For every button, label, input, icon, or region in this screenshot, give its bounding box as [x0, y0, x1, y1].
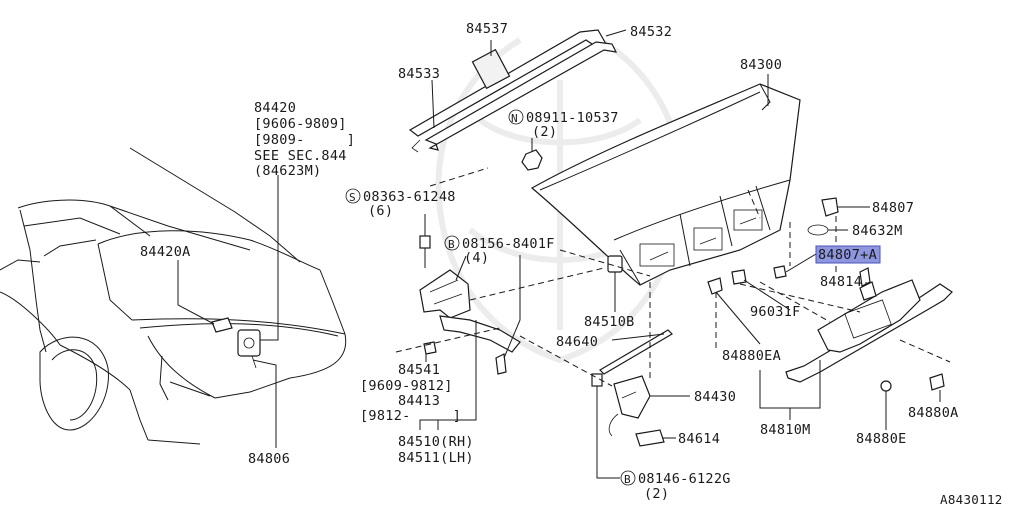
- label-84640: 84640: [556, 334, 598, 350]
- label-96031f: 96031F: [750, 304, 801, 320]
- label-84510b: 84510B: [584, 314, 635, 330]
- stud-84814-icon: [859, 267, 871, 287]
- label-84880e: 84880E: [856, 431, 907, 447]
- label-84413-range: [9812- ]: [360, 408, 461, 424]
- label-84880ea: 84880EA: [722, 348, 781, 364]
- trunk-lock-84420a-icon: [211, 317, 261, 369]
- label-08146-qty: (2): [644, 486, 669, 502]
- label-84300: 84300: [740, 57, 782, 73]
- label-84814: 84814: [820, 274, 862, 290]
- label-84420a: 84420A: [140, 244, 191, 260]
- label-08911-group: N 08911-10537 (2): [508, 109, 619, 140]
- highlight-84807a: [815, 245, 881, 264]
- trunk-lid-84300-icon: [530, 83, 801, 286]
- label-08363-group: S 08363-61248 (6): [345, 188, 456, 219]
- dashed-assembly-lines: [395, 167, 951, 387]
- prefix-n: N: [511, 112, 518, 125]
- label-08156-group: B 08156-8401F (4): [444, 235, 555, 266]
- label-84807: 84807: [872, 200, 914, 216]
- label-84511-lh: 84511(LH): [398, 450, 474, 466]
- rod-84640-icon: [599, 329, 673, 375]
- label-84413: 84413: [398, 393, 440, 409]
- label-84533: 84533: [398, 66, 440, 82]
- label-84807a: 84807+A: [818, 247, 877, 263]
- bolt-08363-head-icon: [419, 235, 431, 249]
- striker-84614-icon: [635, 429, 665, 447]
- label-08156: 08156-8401F: [462, 236, 555, 252]
- hinge-assembly-84510-icon: [419, 269, 521, 375]
- car-body-illustration: [0, 147, 347, 445]
- bumper-84807-icon: [821, 197, 839, 217]
- screw-84880a-icon: [929, 373, 945, 391]
- label-08911-qty: (2): [532, 124, 557, 140]
- diagram-code: A8430112: [940, 492, 1003, 507]
- label-08146: 08146-6122G: [638, 471, 731, 487]
- prefix-s: S: [349, 191, 356, 204]
- screw-84880e-icon: [880, 380, 892, 418]
- label-84614: 84614: [678, 431, 720, 447]
- prefix-b-08156: B: [448, 238, 455, 251]
- label-84541-range: [9609-9812]: [360, 378, 453, 394]
- label-84632m: 84632M: [852, 223, 903, 239]
- label-84430: 84430: [694, 389, 736, 405]
- label-08363-qty: (6): [368, 203, 393, 219]
- clip-84880ea-icon: [707, 277, 723, 295]
- prefix-b-08146: B: [624, 473, 631, 486]
- label-84420-range-2: [9809- ]: [254, 132, 355, 148]
- label-84880a: 84880A: [908, 405, 959, 421]
- label-84510-rh: 84510(RH): [398, 434, 474, 450]
- label-08156-qty: (4): [464, 250, 489, 266]
- hardware-parts: [419, 149, 871, 295]
- latch-84430-icon: [591, 373, 651, 437]
- garnish-84810m-icon: [785, 279, 953, 383]
- leader-lines: [177, 29, 941, 479]
- label-08146-group: B 08146-6122G (2): [620, 470, 731, 502]
- clip-96031f-icon: [731, 269, 747, 285]
- torsion-rods-icon: [408, 29, 618, 153]
- label-84810m: 84810M: [760, 422, 811, 438]
- nut-08911-icon: [521, 149, 543, 171]
- label-84420: 84420: [254, 100, 296, 116]
- label-84420-range-1: [9606-9809]: [254, 116, 347, 132]
- label-84420-see-section: SEE SEC.844: [254, 148, 347, 164]
- clip-84807a-icon: [773, 265, 787, 279]
- label-84420-ref: (84623M): [254, 163, 321, 179]
- seal-84632m-icon: [807, 224, 829, 236]
- label-84532: 84532: [630, 24, 672, 40]
- label-08911: 08911-10537: [526, 110, 619, 126]
- part-labels: 84537 84532 84533 84300 84420 [9606-9809…: [140, 21, 1003, 507]
- label-84537: 84537: [466, 21, 508, 37]
- label-84806: 84806: [248, 451, 290, 467]
- label-08363: 08363-61248: [363, 189, 456, 205]
- label-84541: 84541: [398, 362, 440, 378]
